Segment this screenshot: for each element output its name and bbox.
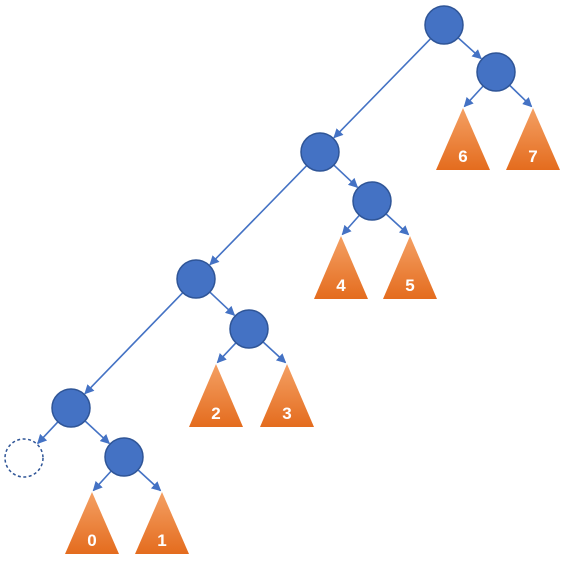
edge-root-to-right-1: [457, 37, 482, 60]
edge-left-2-to-right-3: [209, 291, 236, 316]
edge-right-4-to-leaf-0: [92, 470, 112, 492]
edge-right-2-to-leaf-5: [385, 213, 410, 236]
edge-right-2-to-leaf-4: [341, 214, 361, 236]
leaf-3-triangle: [260, 364, 314, 427]
leaf-1-subtree: 1: [135, 492, 189, 554]
tree-node-right-1: [476, 52, 516, 92]
edge-left-2-to-left-3: [84, 292, 184, 395]
tree-node-right-2: [352, 181, 392, 221]
edge-left-3-to-right-4: [84, 420, 111, 445]
tree-node-left-1: [300, 132, 340, 172]
tree-node-right-3: [229, 309, 269, 349]
leaf-3-subtree: 3: [260, 364, 314, 427]
leaf-2-label: 2: [211, 404, 220, 423]
edge-root-to-left-1: [333, 38, 432, 139]
leaf-6-subtree: 6: [436, 108, 490, 170]
edge-left-1-to-right-2: [333, 164, 359, 188]
edge-right-1-to-leaf-7: [509, 84, 533, 108]
edges-layer: [37, 37, 533, 492]
leaf-4-subtree: 4: [314, 236, 368, 299]
leaf-4-label: 4: [336, 276, 346, 295]
leaf-7-subtree: 7: [506, 108, 560, 170]
edge-right-1-to-leaf-6: [463, 85, 484, 108]
edge-right-3-to-leaf-2: [216, 342, 237, 364]
tree-node-left-3: [51, 388, 91, 428]
leaf-6-triangle: [436, 108, 490, 170]
leaf-0-triangle: [65, 492, 119, 554]
tree-node-root: [424, 5, 464, 45]
leaf-1-label: 1: [157, 531, 166, 550]
leaf-5-subtree: 5: [383, 236, 437, 299]
empty-node-circle: [4, 438, 44, 478]
tree-node-left-2: [176, 259, 216, 299]
leaf-5-triangle: [383, 236, 437, 299]
tree-node-right-4: [104, 437, 144, 477]
nodes-layer: [4, 5, 516, 478]
leaf-0-label: 0: [87, 531, 96, 550]
leaf-1-triangle: [135, 492, 189, 554]
edge-right-4-to-leaf-1: [137, 469, 162, 492]
leaf-3-label: 3: [282, 404, 291, 423]
leaves-layer: 6 7 4 5 2 3 0 1: [65, 108, 560, 554]
edge-left-3-to-empty: [37, 421, 59, 445]
leaf-4-triangle: [314, 236, 368, 299]
leaf-2-triangle: [189, 364, 243, 427]
leaf-0-subtree: 0: [65, 492, 119, 554]
leaf-2-subtree: 2: [189, 364, 243, 427]
leaf-6-label: 6: [458, 147, 467, 166]
edge-left-1-to-left-2: [209, 165, 308, 266]
leaf-5-label: 5: [405, 276, 414, 295]
edge-right-3-to-leaf-3: [262, 341, 287, 364]
leaf-7-triangle: [506, 108, 560, 170]
leaf-7-label: 7: [528, 147, 537, 166]
